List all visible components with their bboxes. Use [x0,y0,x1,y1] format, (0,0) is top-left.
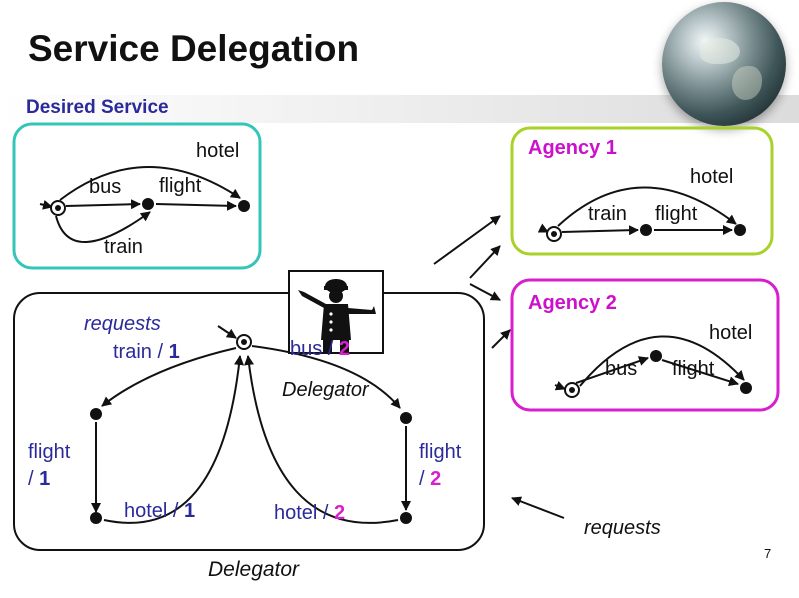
delegator-flight-right-label: flight [419,441,462,463]
page-number: 7 [764,546,772,561]
edge-flight [661,359,739,387]
hotel-left-number: 1 [184,500,196,522]
delegator-train-number: 1 [168,341,180,363]
initial-arrow [554,381,566,391]
delegator-requests-label: requests [84,313,161,335]
delegator-hotel-right-label: hotel / 2 [274,502,345,525]
desired-label-flight: flight [159,175,202,197]
delegator-box [13,292,485,551]
edge-flight [155,200,237,211]
desired-label-hotel: hotel [196,140,240,162]
state [90,512,102,524]
agency1-box [510,126,774,256]
agency2-label-bus: bus [605,358,638,380]
delegator-flight-right-suffix: / 2 [419,468,441,491]
edge-hotel-1 [103,355,245,524]
flight-right-slash: / [419,468,425,490]
desired-service-heading: Desired Service [26,97,169,118]
state-initial-dot [551,231,557,237]
arrow-to-agency2 [491,329,511,349]
delegator-train-label: train / 1 [113,341,180,364]
agency1-label-train: train [588,203,627,225]
state [400,412,412,424]
hotel-right-number: 2 [334,502,346,524]
state [734,224,746,236]
edge-train [561,225,639,236]
state-initial-dot [569,387,575,393]
desired-label-bus: bus [89,176,122,198]
agency1-label-flight: flight [655,203,698,225]
edge-hotel [557,186,737,227]
delegator-icon-label: Delegator [282,379,369,401]
agency2-box [510,278,780,412]
flight-right-number: 2 [430,468,442,490]
agency2-title: Agency 2 [528,292,617,314]
edge-bus [575,356,649,384]
edge-train-1 [101,347,237,407]
agency2-label-flight: flight [672,358,715,380]
flight-left-number: 1 [39,468,51,490]
edge-hotel-2 [244,355,399,524]
agency2-label-hotel: hotel [709,322,753,344]
edge-bus [65,199,141,210]
state [142,198,154,210]
agency1-label-hotel: hotel [690,166,734,188]
state [238,200,250,212]
initial-arrow [39,199,53,210]
state [650,350,662,362]
state [740,382,752,394]
delegator-person-icon [288,270,384,354]
subtitle-band [0,95,799,123]
delegator-hotel-left-label: hotel / 1 [124,500,195,523]
delegator-bus-number: 2 [338,338,351,360]
delegator-flight-left-suffix: / 1 [28,468,50,491]
state-initial-dot [55,205,61,211]
slide-title: Service Delegation [28,28,360,69]
delegator-train-text: train / [113,341,164,363]
hotel-left-text: hotel / [124,500,179,522]
state [400,512,412,524]
edge-hotel [59,166,241,201]
edge-bus-2 [251,345,401,409]
delegator-flight-left-label: flight [28,441,71,463]
arrow-to-agency1 [469,245,501,279]
hotel-right-text: hotel / [274,502,329,524]
agency1-title: Agency 1 [528,137,617,159]
delegator-box-label: Delegator [208,558,300,581]
arrow-to-agency1 [433,215,501,265]
desired-service-box [12,122,262,270]
state-initial-dot [241,339,247,345]
edge-hotel [579,335,745,387]
state [640,224,652,236]
state [90,408,102,420]
globe-image [662,2,786,126]
initial-arrow [217,325,237,339]
delegator-bus-label: bus / 2 [290,338,350,361]
globe-landmass [700,38,740,64]
requests-label: requests [584,517,661,539]
edge-train [55,211,151,243]
desired-label-train: train [104,236,143,258]
delegator-bus-text: bus / [290,338,334,360]
globe-landmass [732,66,762,100]
arrow-to-agency2 [469,283,501,301]
flight-left-slash: / [28,468,34,490]
requests-arrow [511,496,565,519]
